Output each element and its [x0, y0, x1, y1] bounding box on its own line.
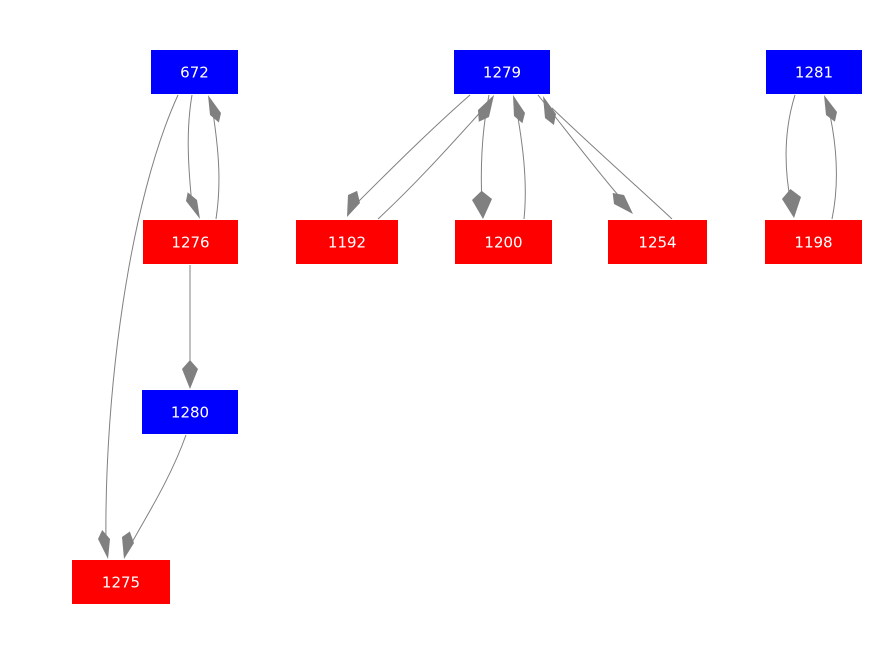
arrowhead-icon — [186, 192, 200, 219]
edge-line — [785, 94, 796, 205]
arrowhead-icon — [122, 531, 134, 559]
node-label: 1279 — [483, 64, 521, 82]
arrowhead-icon — [208, 95, 221, 123]
edge-line — [355, 94, 471, 205]
node-box — [151, 50, 238, 94]
graph-node-672[interactable]: 672 — [151, 50, 238, 94]
arrowhead-icon — [347, 190, 360, 217]
node-label: 672 — [180, 64, 209, 82]
graph-edge[interactable] — [824, 95, 837, 220]
node-box — [72, 560, 170, 604]
node-label: 1280 — [171, 404, 209, 422]
node-layer: 672 1276 1280 1275 1279 1192 1200 1254 1281 1198 — [72, 50, 862, 604]
node-label: 1200 — [484, 234, 522, 252]
graph-node-1281[interactable]: 1281 — [766, 50, 862, 94]
graph-edge[interactable] — [208, 95, 221, 220]
arrowhead-icon — [543, 96, 556, 125]
graph-node-1279[interactable]: 1279 — [454, 50, 550, 94]
graph-node-1198[interactable]: 1198 — [765, 220, 862, 264]
graph-edge[interactable] — [182, 265, 198, 389]
node-box — [143, 220, 238, 264]
graph-edge[interactable] — [782, 94, 801, 218]
edge-line — [551, 107, 673, 220]
node-label: 1276 — [171, 234, 209, 252]
graph-edge[interactable] — [513, 95, 526, 220]
graph-edge[interactable] — [472, 94, 492, 219]
arrowhead-icon — [782, 189, 801, 218]
graph-edge[interactable] — [122, 434, 187, 559]
graph-node-1254[interactable]: 1254 — [608, 220, 707, 264]
arrowhead-icon — [513, 95, 525, 124]
arrowhead-icon — [98, 530, 110, 559]
edge-line — [827, 105, 837, 220]
edge-layer — [98, 94, 837, 559]
graph-node-1276[interactable]: 1276 — [143, 220, 238, 264]
node-label: 1198 — [794, 234, 832, 252]
edge-line — [187, 94, 193, 206]
node-box — [765, 220, 862, 264]
arrowhead-icon — [612, 193, 633, 214]
arrowhead-icon — [824, 95, 837, 122]
node-box — [296, 220, 398, 264]
arrowhead-icon — [478, 95, 494, 122]
node-label: 1254 — [638, 234, 676, 252]
node-box — [142, 390, 238, 434]
node-box — [454, 50, 550, 94]
node-label: 1281 — [795, 64, 833, 82]
graph-edge[interactable] — [543, 96, 673, 220]
edge-line — [129, 434, 187, 547]
graph-node-1275[interactable]: 1275 — [72, 560, 170, 604]
graph-edge[interactable] — [98, 94, 179, 559]
graph-edge[interactable] — [377, 95, 494, 220]
arrowhead-icon — [472, 190, 492, 219]
node-box — [455, 220, 552, 264]
edge-line — [515, 105, 526, 220]
node-box — [766, 50, 862, 94]
edge-line — [211, 105, 220, 220]
edge-line — [105, 94, 179, 546]
graph-node-1200[interactable]: 1200 — [455, 220, 552, 264]
graph-edge[interactable] — [186, 94, 200, 219]
edge-line — [377, 105, 487, 220]
graph-edge[interactable] — [347, 94, 471, 217]
graph-node-1192[interactable]: 1192 — [296, 220, 398, 264]
node-label: 1192 — [328, 234, 366, 252]
arrowhead-icon — [182, 360, 198, 389]
node-box — [608, 220, 707, 264]
graph-node-1280[interactable]: 1280 — [142, 390, 238, 434]
node-label: 1275 — [102, 574, 140, 592]
